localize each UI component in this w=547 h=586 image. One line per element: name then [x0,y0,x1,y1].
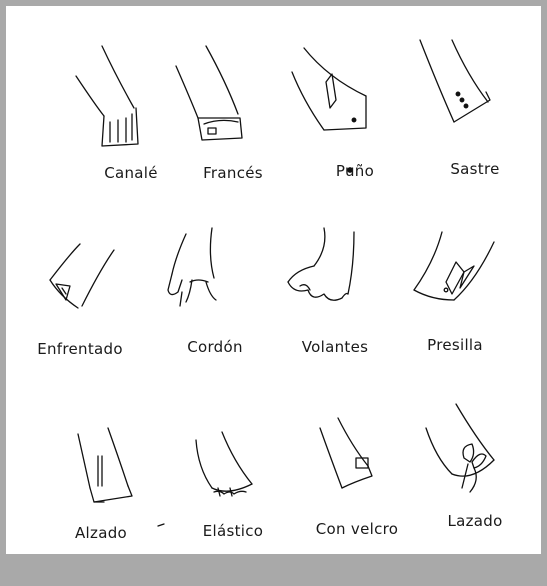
cuff-presilla: Presilla [390,220,520,390]
cordon-cuff-sketch [167,227,217,307]
con-velcro-label: Con velcro [315,520,399,538]
sastre-label: Sastre [450,160,500,178]
cordon-label: Cordón [187,338,243,356]
frances-cuff-sketch [175,45,243,141]
cuff-puno: Puño [290,36,420,206]
puno-cuff-sketch [291,47,367,173]
cuff-con-velcro: Con velcro [292,406,422,576]
cuff-lazado: Lazado [410,398,540,568]
presilla-cuff-sketch [413,231,495,301]
elastico-label: Elástico [202,522,264,540]
alzado-label: Alzado [75,524,127,542]
volantes-label: Volantes [301,338,369,356]
lazado-cuff-sketch [425,403,495,493]
cuff-elastico: Elástico [168,416,298,586]
cuff-volantes: Volantes [270,220,400,390]
sastre-cuff-sketch [419,39,491,123]
volantes-cuff-sketch [287,227,355,301]
alzado-cuff-sketch [77,427,165,527]
cuff-sastre: Sastre [410,36,540,206]
frances-label: Francés [203,164,263,182]
enfrentado-label: Enfrentado [37,340,123,358]
con-velcro-cuff-sketch [319,417,373,489]
lazado-label: Lazado [447,512,503,530]
canale-cuff-sketch [75,45,139,147]
cuff-alzado: Alzado [46,416,176,586]
enfrentado-cuff-sketch [49,243,115,309]
canale-label: Canalé [104,164,158,182]
puno-label: Puño [335,162,375,180]
cuff-enfrentado: Enfrentado [30,226,160,396]
presilla-label: Presilla [427,336,483,354]
cuff-styles-sheet: Canalé Francés Puño [6,6,541,554]
cuff-frances: Francés [168,36,298,206]
elastico-cuff-sketch [195,431,253,497]
cuff-cordon: Cordón [150,220,280,390]
cuff-canale: Canalé [66,36,196,206]
